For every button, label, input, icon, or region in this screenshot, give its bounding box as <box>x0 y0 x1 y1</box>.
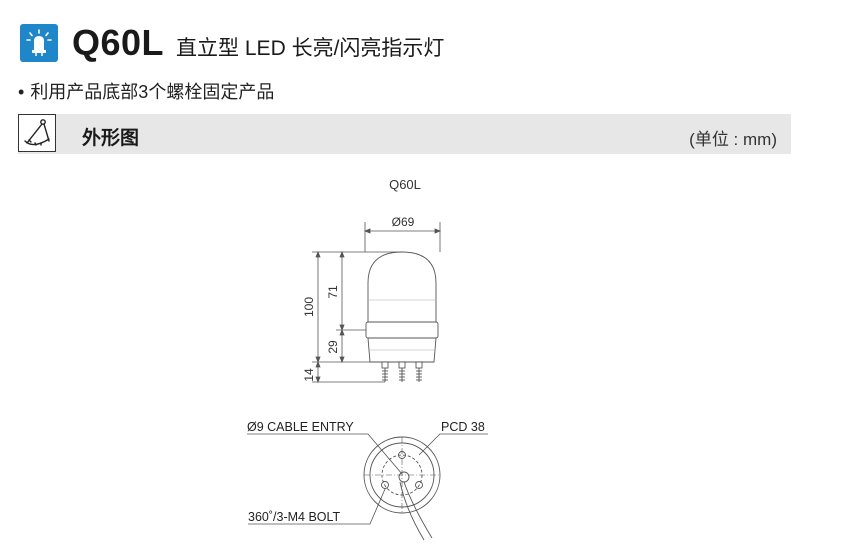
height-dimensions <box>312 250 402 384</box>
model-title: Q60L <box>72 22 165 63</box>
unit-label: (单位 : mm) <box>689 130 777 149</box>
pcd-label: PCD 38 <box>441 420 485 434</box>
lamp-side-view <box>365 251 439 382</box>
feature-item: •利用产品底部3个螺栓固定产品 <box>18 78 274 104</box>
section-title: 外形图 <box>82 128 140 149</box>
bullet-marker: • <box>18 82 25 102</box>
width-dimension <box>363 222 442 252</box>
bolt-label: 360˚/3-M4 BOLT <box>248 510 341 524</box>
page-header: Q60L 直立型 LED 长亮/闪亮指示灯 <box>20 22 444 64</box>
feature-text: 利用产品底部3个螺栓固定产品 <box>30 82 275 102</box>
leader-lines <box>247 433 488 525</box>
drafting-compass-icon <box>18 114 56 152</box>
drawing-caption: Q60L <box>389 177 421 192</box>
led-lamp-icon <box>20 24 58 62</box>
dimension-drawing: Q60L Ø69 <box>247 177 488 541</box>
dim-bolt-length-label: 14 <box>302 368 316 382</box>
dim-total-height-label: 100 <box>302 297 316 317</box>
dim-base-height-label: 29 <box>326 340 340 354</box>
dim-diameter-label: Ø69 <box>392 215 415 229</box>
cable-entry-label: Ø9 CABLE ENTRY <box>247 420 354 434</box>
section-bar-dimensions: 外形图 (单位 : mm) <box>18 114 791 154</box>
lamp-bottom-view <box>363 436 441 541</box>
model-subtitle: 直立型 LED 长亮/闪亮指示灯 <box>176 37 445 60</box>
dim-dome-height-label: 71 <box>326 285 340 299</box>
